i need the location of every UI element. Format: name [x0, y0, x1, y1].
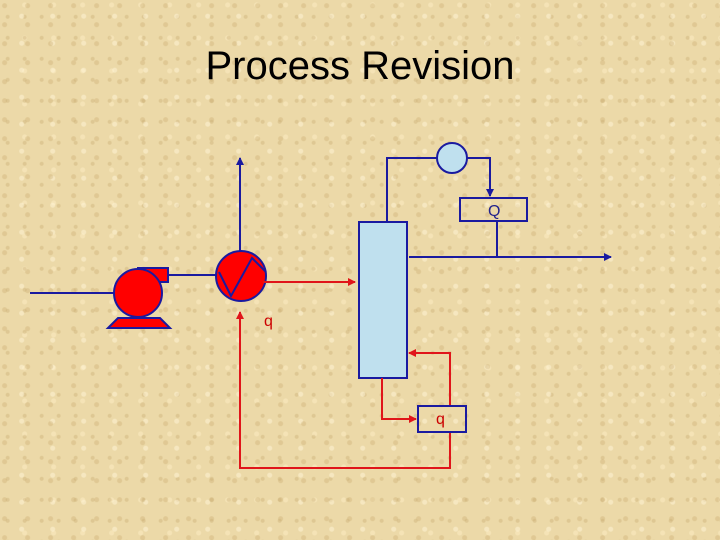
heat-exchanger-icon: [215, 250, 267, 302]
reboiler-duty-box: [417, 405, 467, 433]
condenser-duty-box: [459, 197, 528, 222]
distillation-column: [358, 221, 408, 379]
condenser-duty-label: Q: [488, 203, 500, 220]
recycle-stream: [236, 311, 451, 469]
condenser-outlet-stream: [466, 157, 494, 197]
reboiler-duty-label: q: [436, 411, 445, 428]
page-title: Process Revision: [205, 44, 515, 88]
pump-icon: [105, 267, 173, 329]
bottoms-stream: [381, 378, 417, 423]
overhead-vapor-stream: [386, 157, 438, 222]
condenser-icon: [436, 142, 468, 174]
reboiler-return-stream: [408, 349, 451, 406]
heater-duty-label: q: [264, 313, 273, 330]
